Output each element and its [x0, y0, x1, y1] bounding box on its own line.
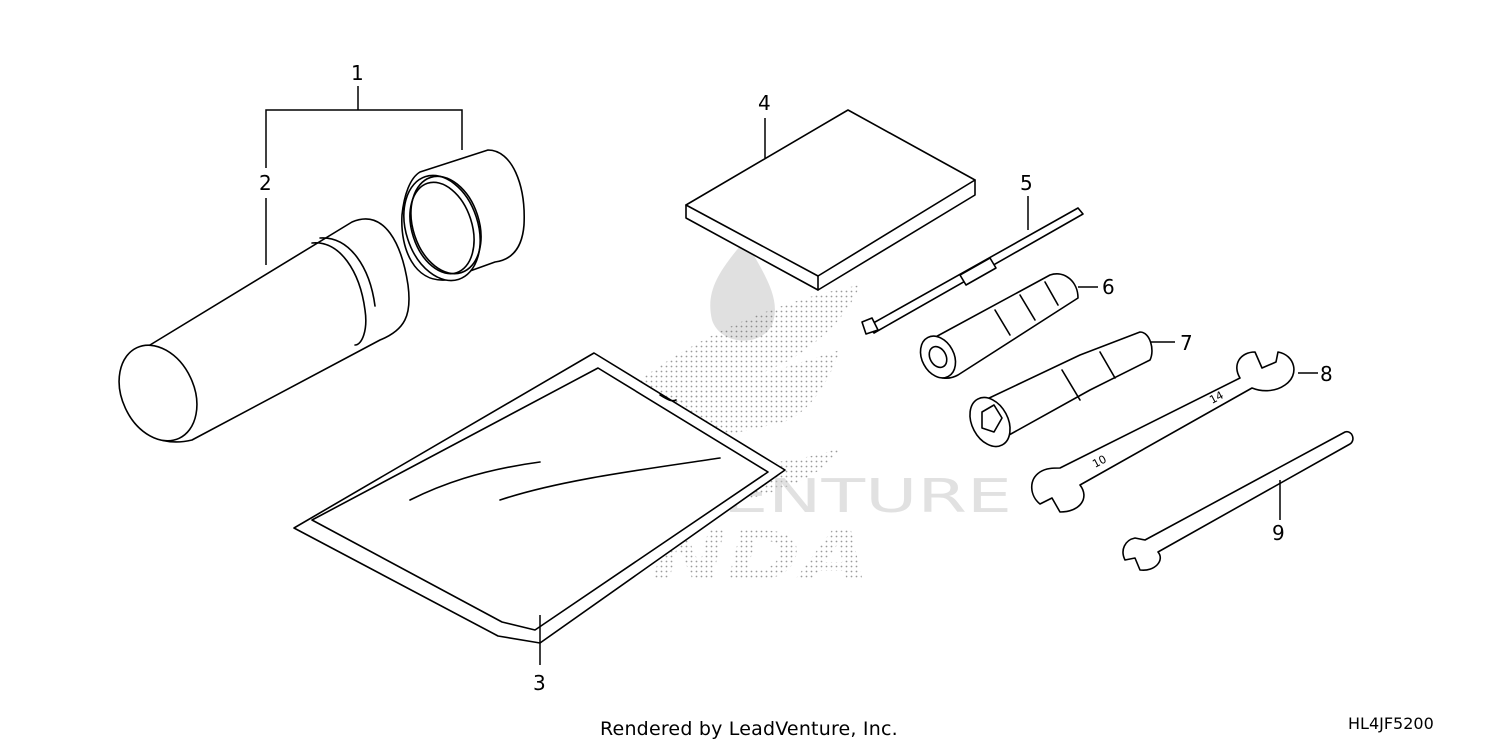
callout-number-1: 1 — [351, 61, 364, 85]
callout-number-3: 3 — [533, 671, 546, 695]
callout-number-8: 8 — [1320, 362, 1333, 386]
callout-number-9: 9 — [1272, 521, 1285, 545]
tool-case-body — [118, 218, 410, 443]
diagram-code: HL4JF5200 — [1348, 714, 1434, 733]
callout-number-6: 6 — [1102, 275, 1115, 299]
wrench-marking-14: 14 — [1207, 389, 1225, 407]
screwdriver-grip — [919, 273, 1079, 379]
rendered-by-footer: Rendered by LeadVenture, Inc. — [600, 718, 898, 740]
screwdriver — [861, 207, 1084, 335]
callout-number-7: 7 — [1180, 331, 1193, 355]
flame-watermark-icon — [710, 240, 775, 341]
spark-plug-wrench — [969, 331, 1153, 448]
callout-number-5: 5 — [1020, 171, 1033, 195]
callout-1-bracket — [265, 86, 463, 168]
open-end-wrench-10x14: 14 10 — [1030, 351, 1295, 513]
wrench-marking-10: 10 — [1090, 453, 1108, 471]
tool-case-cap — [401, 149, 525, 282]
tool-bag — [293, 352, 786, 644]
callout-number-4: 4 — [758, 91, 771, 115]
open-end-wrench — [1122, 430, 1354, 571]
owners-manual — [685, 109, 976, 291]
callout-number-2: 2 — [259, 171, 272, 195]
